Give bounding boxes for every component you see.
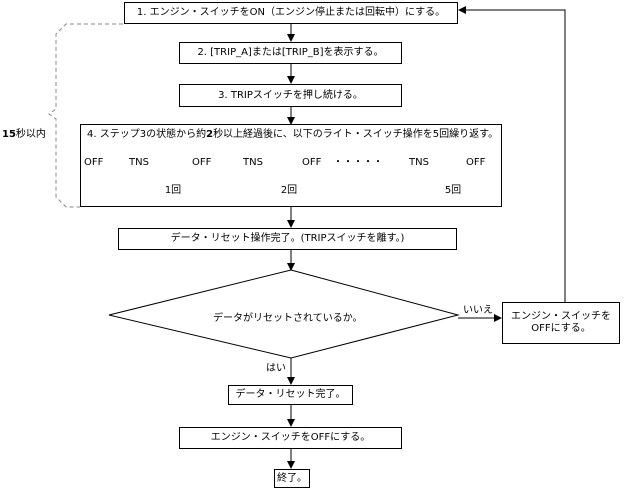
- retry-line-1: エンジン・スイッチを: [511, 311, 611, 322]
- step3-box: 3. TRIPスイッチを押し続ける。: [179, 84, 402, 107]
- ignition-off-retry-box: エンジン・スイッチを OFFにする。: [502, 302, 620, 344]
- time-bracket: [48, 23, 123, 208]
- seq-dots: ・・・・・: [333, 157, 383, 168]
- reset-done-box: データ・リセット完了。: [228, 385, 353, 405]
- seq-off-1: OFF: [192, 157, 212, 168]
- yes-label: はい: [266, 363, 286, 374]
- retry-line-2: OFFにする。: [531, 323, 591, 334]
- loop-back-line: [458, 6, 566, 302]
- repeat-label-2: 2回: [280, 185, 298, 196]
- repeat-label-5: 5回: [444, 185, 462, 196]
- seq-off-5: OFF: [466, 157, 486, 168]
- seq-tns-2: TNS: [243, 157, 263, 168]
- time-limit-number: 15: [2, 129, 16, 140]
- seq-tns-1: TNS: [129, 157, 149, 168]
- step4-seconds: 2: [206, 129, 214, 140]
- seq-tns-5: TNS: [409, 157, 429, 168]
- step1-box: 1. エンジン・スイッチをON（エンジン停止または回転中）にする。: [124, 2, 458, 24]
- step4-prefix: 4. ステップ3の状態から約: [87, 129, 207, 140]
- decision-text: データがリセットされているか。: [213, 313, 363, 324]
- reset-operation-box: データ・リセット操作完了。(TRIPスイッチを離す。): [118, 228, 457, 250]
- end-box: 終了。: [274, 469, 310, 488]
- seq-off-start: OFF: [84, 157, 104, 168]
- decision-diamond: [108, 269, 460, 359]
- no-label: いいえ: [463, 305, 493, 316]
- time-limit-label: 15秒以内: [2, 130, 46, 140]
- ignition-off-box: エンジン・スイッチをOFFにする。: [179, 427, 402, 449]
- repeat-label-1: 1回: [164, 185, 182, 196]
- step4-box: 4. ステップ3の状態から約2秒以上経過後に、以下のライト・スイッチ操作を5回繰…: [80, 124, 502, 207]
- time-limit-unit: 秒以内: [15, 129, 46, 140]
- step4-suffix: 秒以上経過後に、以下のライト・スイッチ操作を5回繰り返す。: [213, 129, 499, 140]
- step2-box: 2. [TRIP_A]または[TRIP_B]を表示する。: [179, 42, 402, 64]
- seq-off-2: OFF: [302, 157, 322, 168]
